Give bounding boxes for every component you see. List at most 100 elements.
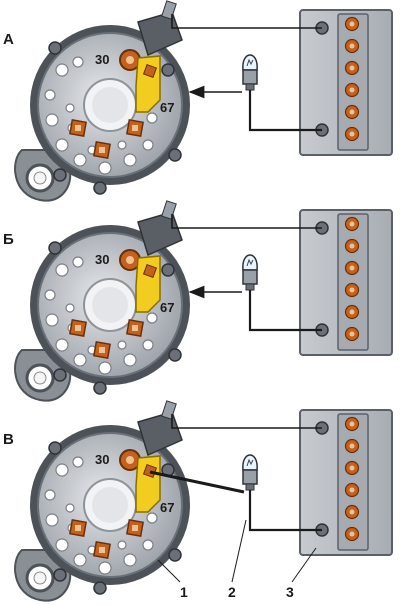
- vent-hole: [65, 103, 75, 113]
- wire-alternator-to-battery: [171, 414, 322, 429]
- warning-lamp: [242, 254, 258, 291]
- vent-hole: [117, 140, 127, 150]
- vent-hole: [73, 553, 87, 567]
- panel-letter: Б: [3, 231, 14, 248]
- callout-number-3: 3: [286, 584, 294, 600]
- battery-cell-cap-center: [349, 21, 355, 27]
- battery-cell-cap-center: [349, 109, 355, 115]
- callout-number-2: 2: [228, 584, 236, 600]
- lamp-filament: [246, 458, 254, 467]
- lamp-base: [242, 69, 258, 85]
- vent-hole: [146, 112, 158, 124]
- brush-holder-bracket: [135, 55, 161, 113]
- terminal-67-contact: [142, 263, 158, 279]
- battery-cell-cap-center: [349, 243, 355, 249]
- vent-hole: [55, 538, 69, 552]
- vent-hole: [98, 161, 112, 175]
- terminal-67-label: 67: [160, 500, 174, 515]
- diode-plate-center: [75, 525, 81, 531]
- vent-hole: [55, 338, 69, 352]
- lamp-filament: [246, 258, 254, 267]
- vent-hole: [72, 56, 84, 68]
- battery-cell-cap-center: [349, 531, 355, 537]
- wire-lamp-to-battery: [248, 490, 322, 532]
- vent-hole: [142, 339, 154, 351]
- vent-hole: [98, 361, 112, 375]
- vent-hole: [55, 63, 69, 77]
- battery-cell-cap-center: [349, 331, 355, 337]
- diode-plate-center: [99, 347, 105, 353]
- wire-67-to-lamp: [149, 470, 245, 494]
- vent-hole: [117, 540, 127, 550]
- diode-plate-center: [99, 147, 105, 153]
- vent-hole: [73, 153, 87, 167]
- alternator: [14, 0, 190, 202]
- vent-hole: [65, 303, 75, 313]
- mounting-hole-inner: [33, 571, 47, 585]
- brush-holder-bracket: [135, 255, 161, 313]
- diode-plate-center: [132, 525, 138, 531]
- lamp-contact: [245, 283, 255, 291]
- vent-hole: [72, 256, 84, 268]
- rim-bolt: [168, 548, 182, 562]
- lamp-contact: [245, 483, 255, 491]
- rim-bolt: [53, 368, 67, 382]
- connector-block: [137, 11, 183, 57]
- battery-cell-cap-center: [349, 87, 355, 93]
- wire-alternator-to-battery: [171, 14, 322, 29]
- terminal-30-center: [126, 56, 134, 64]
- vent-hole: [146, 312, 158, 324]
- connector-block: [137, 411, 183, 457]
- vent-hole: [98, 561, 112, 575]
- battery-cell-cap-center: [349, 465, 355, 471]
- terminal-67-label: 67: [160, 300, 174, 315]
- battery-cell-cap-center: [349, 43, 355, 49]
- lamp-contact: [245, 83, 255, 91]
- warning-lamp: [242, 54, 258, 91]
- terminal-30-label: 30: [95, 452, 109, 467]
- rotor-hub-inner: [92, 487, 128, 523]
- callout-leader-1: [157, 559, 181, 583]
- vent-hole: [65, 503, 75, 513]
- callout-leader-2: [231, 519, 247, 583]
- terminal-30-center: [126, 256, 134, 264]
- vent-hole: [45, 513, 59, 527]
- rim-bolt: [53, 168, 67, 182]
- terminal-67-contact: [142, 63, 158, 79]
- vent-hole: [55, 138, 69, 152]
- battery-cell-cap-center: [349, 265, 355, 271]
- battery-cell-cap-center: [349, 221, 355, 227]
- vent-hole: [44, 489, 56, 501]
- vent-hole: [72, 456, 84, 468]
- battery-cell-cap-center: [349, 487, 355, 493]
- battery-cell-cap-center: [349, 421, 355, 427]
- battery-cell-cap-center: [349, 131, 355, 137]
- vent-hole: [55, 263, 69, 277]
- terminal-30-label: 30: [95, 52, 109, 67]
- vent-hole: [44, 289, 56, 301]
- lamp-filament: [246, 58, 254, 67]
- battery: [299, 209, 393, 356]
- terminal-30-label: 30: [95, 252, 109, 267]
- vent-hole: [73, 353, 87, 367]
- lamp-base: [242, 269, 258, 285]
- terminal-30-center: [126, 456, 134, 464]
- vent-hole: [123, 153, 137, 167]
- connector-block: [137, 211, 183, 257]
- wire-lamp-to-battery: [248, 290, 322, 332]
- wire-lamp-to-battery: [248, 90, 322, 132]
- vent-hole: [44, 89, 56, 101]
- wire-alternator-to-battery: [171, 214, 322, 229]
- vent-hole: [45, 113, 59, 127]
- mounting-hole-inner: [33, 171, 47, 185]
- diode-plate-center: [75, 125, 81, 131]
- battery: [299, 9, 393, 156]
- panel-letter: А: [3, 31, 14, 48]
- rim-bolt: [48, 241, 62, 255]
- vent-hole: [142, 139, 154, 151]
- rim-bolt: [161, 263, 175, 277]
